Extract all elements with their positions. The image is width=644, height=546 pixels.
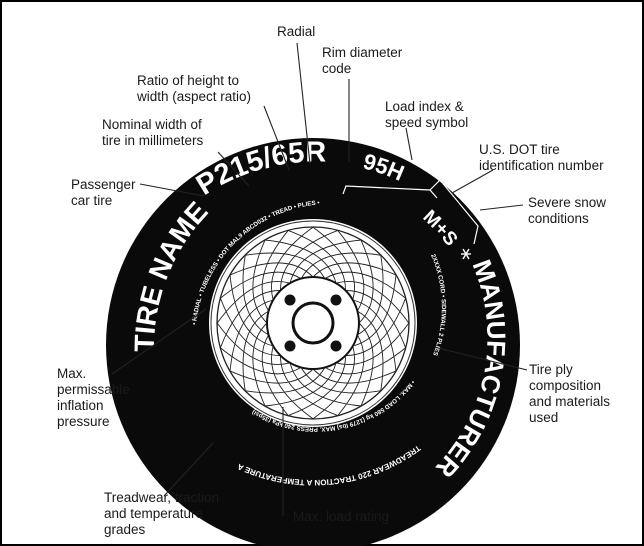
lug-nut (331, 341, 342, 352)
lug-nut (285, 341, 296, 352)
callout-ply-composition: Tire ply composition and materials used (529, 362, 610, 426)
callout-rim-diameter: Rim diameter code (322, 45, 402, 77)
lug-nut (331, 295, 342, 306)
callout-aspect-ratio: Ratio of height to width (aspect ratio) (137, 73, 251, 105)
callout-max-load: Max. load rating (293, 509, 389, 525)
leader-load (406, 128, 412, 160)
callout-passenger: Passenger car tire (71, 177, 136, 209)
hub-center (293, 303, 333, 343)
callout-treadwear-grades: Treadwear, traction and temperature grad… (104, 490, 219, 538)
callout-max-inflation: Max. permissable inflation pressure (57, 366, 130, 430)
callout-radial: Radial (277, 24, 315, 40)
leader-snow (480, 205, 523, 210)
callout-nominal-width: Nominal width of tire in millimeters (102, 117, 203, 149)
callout-load-speed: Load index & speed symbol (385, 99, 468, 131)
lug-nut (285, 295, 296, 306)
callout-severe-snow: Severe snow conditions (528, 195, 606, 227)
callout-dot-id: U.S. DOT tire identification number (479, 142, 604, 174)
